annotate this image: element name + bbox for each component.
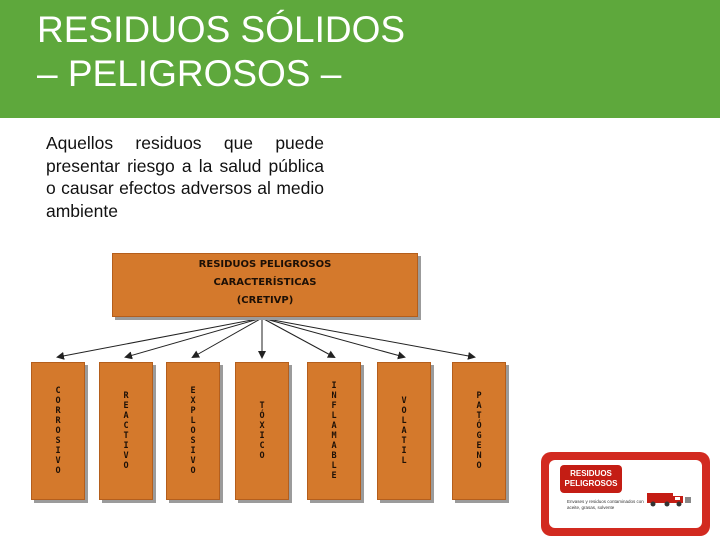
logo-badge: RESIDUOS PELIGROSOS — [560, 465, 622, 493]
column-label: REACTIVO — [123, 391, 129, 471]
arrow-inflamable — [261, 317, 336, 358]
column-label: CORROSIVO — [55, 386, 61, 476]
column-label: INFLAMABLE — [331, 381, 337, 481]
arrow-volatil — [261, 317, 406, 360]
logo-caption: Envases y residuos contaminados con acei… — [567, 499, 644, 510]
slide-title: RESIDUOS SÓLIDOS – PELIGROSOS – — [37, 9, 406, 94]
title-banner: RESIDUOS SÓLIDOS – PELIGROSOS – — [0, 0, 720, 118]
column-toxico: TÓXICO — [235, 362, 289, 500]
characteristics-box: RESIDUOS PELIGROSOS CARACTERÍSTICAS (CRE… — [112, 253, 418, 317]
box-heading: RESIDUOS PELIGROSOS — [198, 259, 332, 270]
column-corrosivo: CORROSIVO — [31, 362, 85, 500]
column-inflamable: INFLAMABLE — [307, 362, 361, 500]
column-reactivo: REACTIVO — [99, 362, 153, 500]
arrow-explosivo — [191, 317, 263, 358]
column-label: TÓXICO — [259, 401, 265, 461]
column-explosivo: EXPLOSIVO — [166, 362, 220, 500]
column-volatil: VOLATIL — [377, 362, 431, 500]
logo-panel: RESIDUOS PELIGROSOS Envases y residuos c… — [549, 460, 702, 528]
column-label: PATÓGENO — [476, 391, 482, 471]
arrow-corrosivo — [56, 317, 263, 360]
logo-title: RESIDUOS PELIGROSOS — [564, 469, 618, 488]
arrow-patogeno — [261, 317, 476, 360]
column-label: EXPLOSIVO — [190, 386, 196, 476]
column-label: VOLATIL — [401, 396, 407, 466]
arrow-reactivo — [124, 317, 263, 360]
box-acronym: (CRETIVP) — [236, 295, 294, 306]
definition-text: Aquellos residuos que puede presentar ri… — [46, 133, 324, 221]
column-patogeno: PATÓGENO — [452, 362, 506, 500]
hazardous-waste-logo: RESIDUOS PELIGROSOS Envases y residuos c… — [541, 452, 710, 536]
waste-truck-icon — [647, 493, 691, 507]
box-subheading: CARACTERÍSTICAS — [213, 277, 317, 288]
